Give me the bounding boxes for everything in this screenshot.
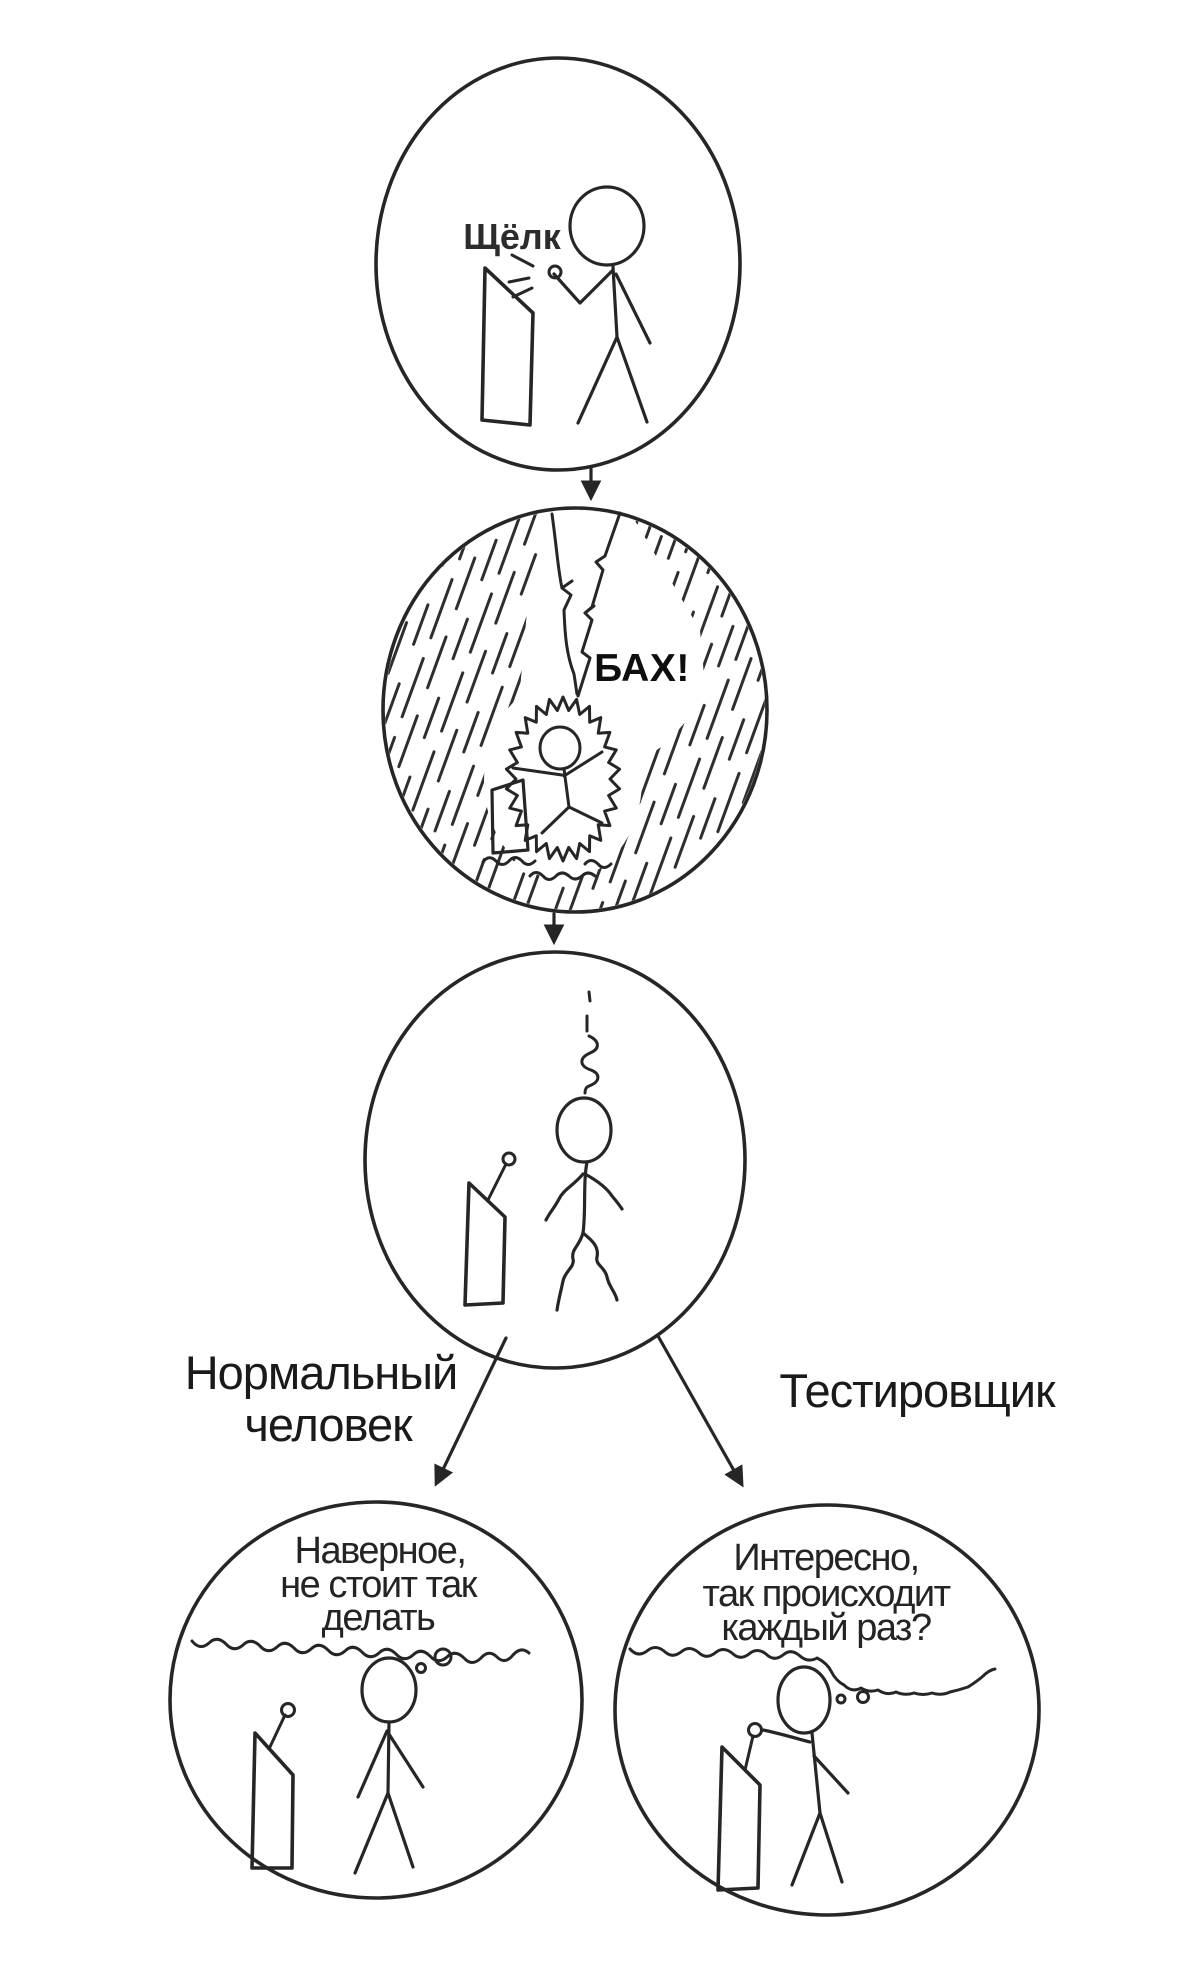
panel-click: Щёлк [374,56,742,472]
thought-cloud-edge [628,1646,997,1696]
stick-figure-tester-reaching [761,1665,850,1887]
switch-stick [267,1713,287,1751]
stick-figure-flipping-switch [552,185,652,425]
figure-body-line [810,1731,822,1815]
figure-legs [353,1791,415,1875]
panel-dazed-circle [363,950,747,1370]
lightning-bolt [550,511,622,698]
normal-thought-line1: Наверное, [295,1530,466,1572]
arrow-to-normal-person [434,1336,508,1487]
lever-box [463,1181,507,1307]
figure-back-arm [614,272,652,345]
smoke-squiggle [580,1034,600,1095]
normal-thought-line3: делать [322,1597,435,1639]
blast-white-halo [484,680,642,880]
figure-head [538,725,582,771]
switch-knob [501,1151,517,1167]
normal-person-label-line2: человек [244,1398,413,1451]
click-sound-text: Щёлк [463,216,562,257]
panel-tester-circle [613,1503,1041,1917]
thought-bubble-small [415,1662,427,1674]
switch-knob [280,1702,296,1718]
thought-bubble-small [835,1693,847,1705]
figure-left-leg-shaky [555,1231,585,1312]
lever-box [250,1731,295,1870]
panel-tester: Интересно, так происходит каждый раз? [613,1503,1041,1917]
tester-thought-line1: Интересно, [733,1537,918,1579]
figure-arm-to-switch [552,269,614,305]
stick-figure-in-blast [511,725,604,835]
stick-figure-normal-person [353,1656,425,1875]
figure-left-arm [544,1172,585,1222]
thought-bubble-large [856,1690,870,1704]
normal-person-label-line1: Нормальный [185,1346,458,1399]
figure-legs [540,805,604,835]
switch-stick [486,1162,508,1202]
bolt-left-line [550,512,579,696]
panel-bang-circle [381,506,769,914]
figure-arms [356,1729,425,1799]
tester-label: Тестировщик [779,1364,1056,1417]
figure-legs [576,335,649,425]
smoke-wisp [580,990,600,1095]
figure-head [555,1096,613,1164]
panel-bang: БАХ! [381,506,769,914]
figure-arm-reaching-switch [761,1728,812,1744]
figure-back-arm [812,1754,850,1795]
bolt-barbs [560,579,596,615]
bang-sound-text: БАХ! [594,647,690,690]
figure-head [568,185,646,267]
figure-head [776,1665,832,1735]
lever-box-tilted [490,778,530,855]
panel-dazed [363,950,747,1370]
panel-normal-circle [168,1500,584,1900]
tester-thought-line3: каждый раз? [721,1607,931,1649]
tester-thought-line2: так происходит [702,1573,950,1615]
explosion-starburst [504,695,622,863]
figure-right-leg-shaky [581,1231,619,1302]
smoke-dashes [585,990,592,1033]
thought-cloud-edge [190,1637,531,1664]
panel-click-circle [374,56,742,472]
debris-squiggles [481,856,613,881]
switch-stick [743,1734,755,1772]
click-spark-lines [507,253,535,299]
thought-bubble-large [433,1647,453,1667]
figure-right-arm [583,1172,624,1211]
arrow-to-tester [656,1334,744,1488]
panel-normal-person: Наверное, не стоит так делать [168,1500,584,1900]
figure-body-line [581,1160,589,1235]
figure-body-line [611,265,619,339]
lever-box [716,1745,762,1892]
lever-box [480,266,535,427]
figure-arms [511,750,604,778]
switch-knob [747,1722,763,1738]
switch-knob [547,264,563,280]
figure-head [360,1656,418,1724]
stick-figure-dazed [544,1096,624,1312]
normal-thought-line2: не стоит так [280,1564,478,1606]
figure-legs [790,1811,844,1887]
